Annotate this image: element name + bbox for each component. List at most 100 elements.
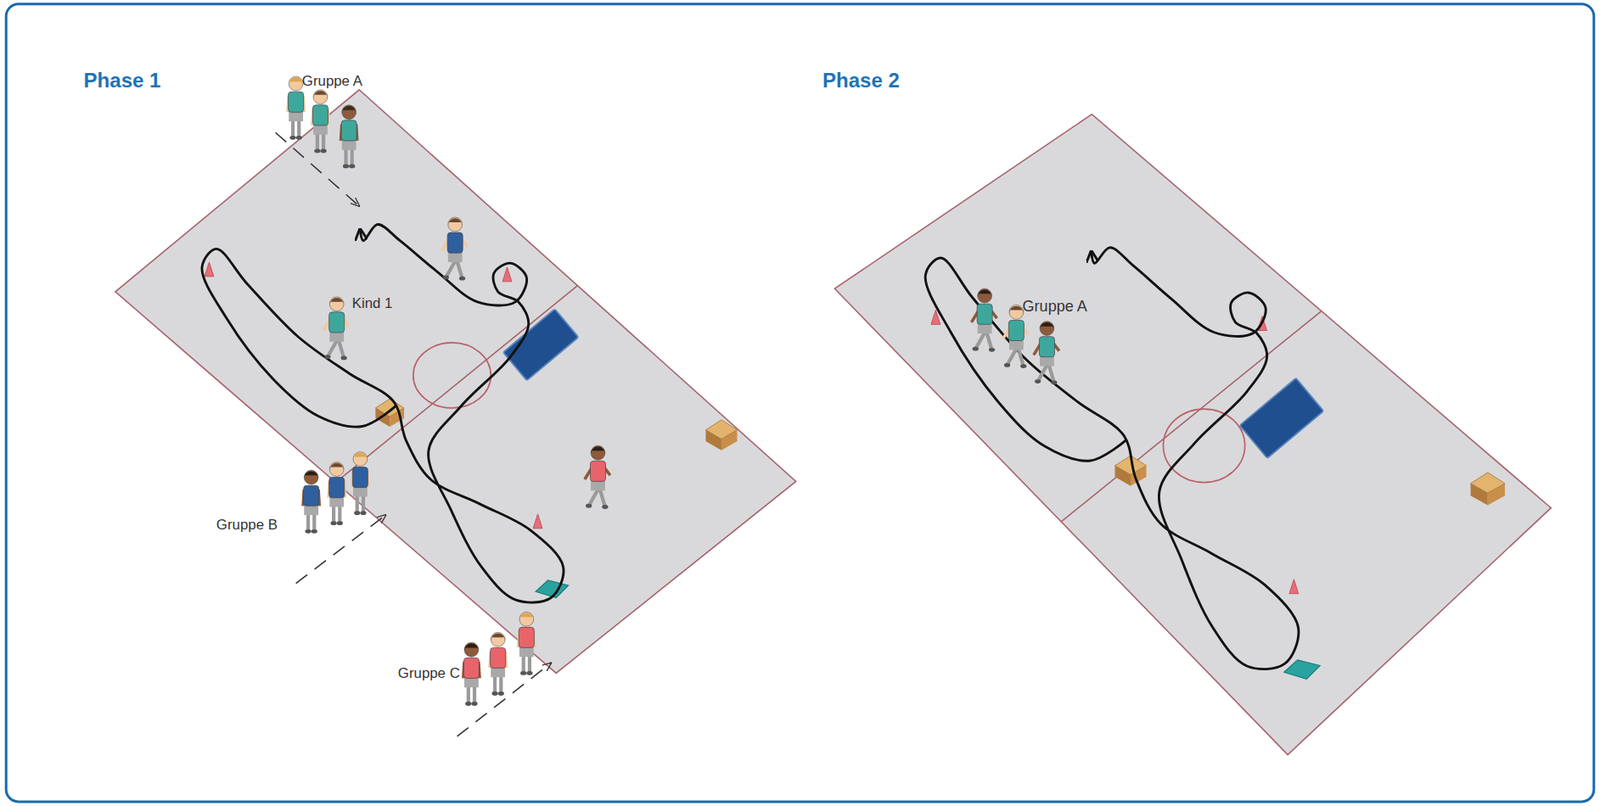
leg: [321, 133, 326, 151]
shoe: [348, 164, 355, 169]
crate-top: [1470, 472, 1505, 494]
shoe: [465, 701, 472, 707]
frame: [5, 4, 1595, 803]
child-figure: [489, 632, 506, 697]
shoe: [1050, 380, 1057, 385]
shoe: [471, 701, 478, 707]
shirt: [589, 460, 606, 482]
head: [313, 89, 328, 105]
leg: [331, 505, 336, 523]
cone: [204, 262, 214, 277]
group-label: Gruppe A: [302, 73, 363, 90]
shirt: [447, 232, 463, 253]
shoe: [336, 521, 343, 526]
child-figure: [287, 76, 304, 141]
leg: [338, 341, 344, 359]
shirt: [1038, 336, 1055, 358]
group-label: Gruppe B: [216, 517, 278, 534]
leg: [522, 656, 526, 674]
gym-mat: [1240, 378, 1325, 459]
leg: [499, 676, 503, 694]
leg: [472, 686, 477, 704]
field-surface: [834, 114, 1551, 756]
shoe: [320, 149, 326, 154]
head: [353, 452, 368, 467]
gym-mat: [503, 308, 579, 381]
shoe: [498, 691, 505, 697]
leg: [361, 495, 365, 513]
shoe: [311, 529, 318, 534]
field-1: [115, 89, 797, 674]
child-figure: [303, 470, 320, 534]
leg: [343, 149, 348, 167]
running-path: [202, 224, 564, 603]
wedge-box: [535, 580, 568, 598]
leg: [975, 332, 985, 349]
hair: [353, 453, 368, 461]
shoe: [289, 135, 296, 141]
shoe: [296, 135, 303, 141]
hair: [288, 77, 304, 85]
shoe: [520, 671, 527, 676]
leg: [355, 495, 360, 513]
leg: [350, 149, 354, 167]
head: [1009, 304, 1024, 320]
head: [448, 217, 463, 232]
shirt: [518, 627, 534, 648]
group-label: Gruppe A: [1022, 297, 1088, 315]
child-figure: [463, 642, 480, 707]
hair: [464, 644, 479, 652]
hair: [519, 613, 534, 621]
field-2: [834, 114, 1551, 756]
group-label: Gruppe C: [398, 666, 461, 683]
shoe: [1004, 363, 1011, 368]
head: [303, 470, 319, 485]
leg: [986, 332, 992, 350]
phase-heading: Phase 2: [822, 69, 900, 92]
phase-heading: Phase 1: [84, 69, 162, 92]
cone: [533, 514, 543, 529]
head: [490, 632, 506, 647]
center-line: [336, 286, 579, 483]
head: [329, 297, 344, 312]
shirt: [312, 105, 328, 126]
wedge-box: [1284, 660, 1320, 680]
cone: [1289, 579, 1299, 595]
leg: [600, 489, 606, 507]
shoe: [601, 505, 608, 510]
box-crate: [705, 420, 737, 451]
shoe: [353, 510, 360, 516]
child-figure: [323, 297, 349, 361]
head: [590, 445, 606, 461]
shirt: [352, 467, 368, 489]
leg: [457, 261, 463, 279]
leg: [466, 686, 471, 704]
shirt: [329, 477, 345, 499]
leg: [1007, 348, 1017, 365]
child-figure: [352, 452, 369, 517]
leg: [1049, 364, 1055, 382]
child-figure: [1033, 321, 1060, 386]
shirt: [463, 657, 479, 679]
head: [329, 462, 344, 478]
shoe: [331, 521, 337, 526]
shoe: [304, 529, 311, 534]
hair: [490, 634, 506, 641]
leg: [589, 489, 599, 506]
leg: [312, 514, 316, 532]
child-figure: [584, 445, 611, 510]
leg: [527, 656, 532, 674]
shoe: [314, 149, 320, 154]
hair: [590, 447, 606, 455]
cone: [502, 267, 512, 282]
head: [464, 642, 479, 657]
shirt: [490, 647, 506, 669]
head: [288, 76, 304, 91]
child-figure: [341, 105, 358, 169]
shoe: [585, 504, 592, 509]
start-line: [275, 132, 360, 207]
shirt: [976, 303, 993, 325]
hair: [448, 218, 463, 225]
